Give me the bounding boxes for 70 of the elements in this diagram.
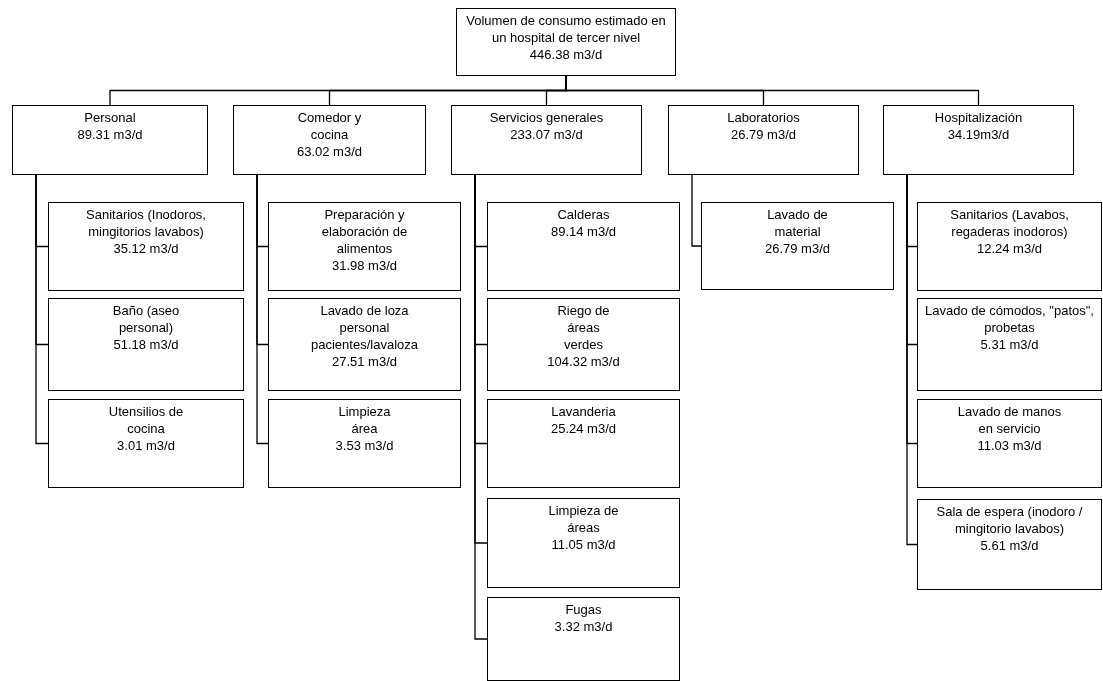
box-title: Comedor y cocina: [296, 109, 363, 143]
flow-value: 25.24 m3/d: [550, 420, 616, 437]
flow-value: 3.01 m3/d: [117, 437, 175, 454]
connector-line: [906, 174, 918, 546]
flow-value: 5.61 m3/d: [980, 537, 1039, 554]
process-box: [487, 298, 680, 391]
flow-value: 26.79 m3/d: [730, 126, 796, 143]
process-box: [487, 399, 680, 488]
process-box: [456, 8, 676, 76]
process-box: [12, 105, 208, 175]
box-title: Personal: [84, 109, 136, 126]
process-box: [668, 105, 859, 175]
process-box: [268, 399, 461, 488]
box-title: Servicios generales: [489, 109, 604, 126]
connector-line: [256, 174, 269, 445]
process-box: [487, 597, 680, 681]
box-title: Calderas: [557, 206, 610, 223]
box-title: Lavanderia: [551, 403, 616, 420]
box-title: Limpieza de áreas: [547, 502, 620, 536]
process-box: [701, 202, 894, 290]
process-box: [917, 499, 1102, 590]
process-box: [487, 202, 680, 291]
flow-value: 27.51 m3/d: [331, 353, 397, 370]
process-box: [451, 105, 642, 175]
box-title: Utensilios de cocina: [107, 403, 185, 437]
box-title: Lavado de loza personal pacientes/lavaloza: [310, 302, 419, 353]
box-title: Lavado de manos en servicio: [956, 403, 1063, 437]
flow-value: 233.07 m3/d: [510, 126, 583, 143]
box-title: Sala de espera (inodoro / mingitorio lavabos): [935, 503, 1084, 537]
connector-line: [35, 174, 49, 445]
box-title: Riego de áreas verdes: [556, 302, 611, 353]
flow-value: 104.32 m3/d: [547, 353, 620, 370]
flow-value: 12.24 m3/d: [976, 240, 1042, 257]
flow-value: 63.02 m3/d: [296, 143, 362, 160]
process-box: [48, 298, 244, 391]
process-box: [233, 105, 426, 175]
process-box: [268, 202, 461, 291]
flow-value: 11.05 m3/d: [551, 536, 616, 553]
process-box: [268, 298, 461, 391]
process-box: [48, 202, 244, 291]
process-box: [917, 399, 1102, 488]
box-title: Lavado de cómodos, "patos", probetas: [924, 302, 1095, 336]
process-box: [917, 202, 1102, 291]
process-box: [487, 498, 680, 588]
flow-value: 446.38 m3/d: [529, 46, 603, 63]
flow-value: 51.18 m3/d: [113, 336, 179, 353]
box-title: Sanitarios (Lavabos, regaderas inodoros): [949, 206, 1070, 240]
flow-value: 89.31 m3/d: [77, 126, 143, 143]
flow-value: 11.03 m3/d: [977, 437, 1042, 454]
box-title: Laboratorios: [727, 109, 800, 126]
process-box: [883, 105, 1074, 175]
box-title: Limpieza área: [337, 403, 392, 437]
flow-value: 3.32 m3/d: [554, 618, 613, 635]
process-box: [48, 399, 244, 488]
flow-value: 89.14 m3/d: [550, 223, 616, 240]
box-title: Sanitarios (Inodoros, mingitorios lavabos): [85, 206, 207, 240]
flow-value: 35.12 m3/d: [113, 240, 179, 257]
flow-value: 3.53 m3/d: [335, 437, 394, 454]
flow-value: 31.98 m3/d: [331, 257, 397, 274]
process-box: [917, 298, 1102, 391]
box-title: Fugas: [565, 601, 602, 618]
connector-line: [691, 174, 702, 247]
box-title: Preparación y elaboración de alimentos: [320, 206, 409, 257]
box-title: Volumen de consumo estimado en un hospital de tercer nivel: [465, 12, 667, 46]
box-title: Hospitalización: [934, 109, 1023, 126]
flow-value: 26.79 m3/d: [764, 240, 830, 257]
box-title: Baño (aseo personal): [111, 302, 181, 336]
box-title: Lavado de material: [766, 206, 829, 240]
flow-value: 34.19m3/d: [947, 126, 1010, 143]
flow-value: 5.31 m3/d: [980, 336, 1039, 353]
